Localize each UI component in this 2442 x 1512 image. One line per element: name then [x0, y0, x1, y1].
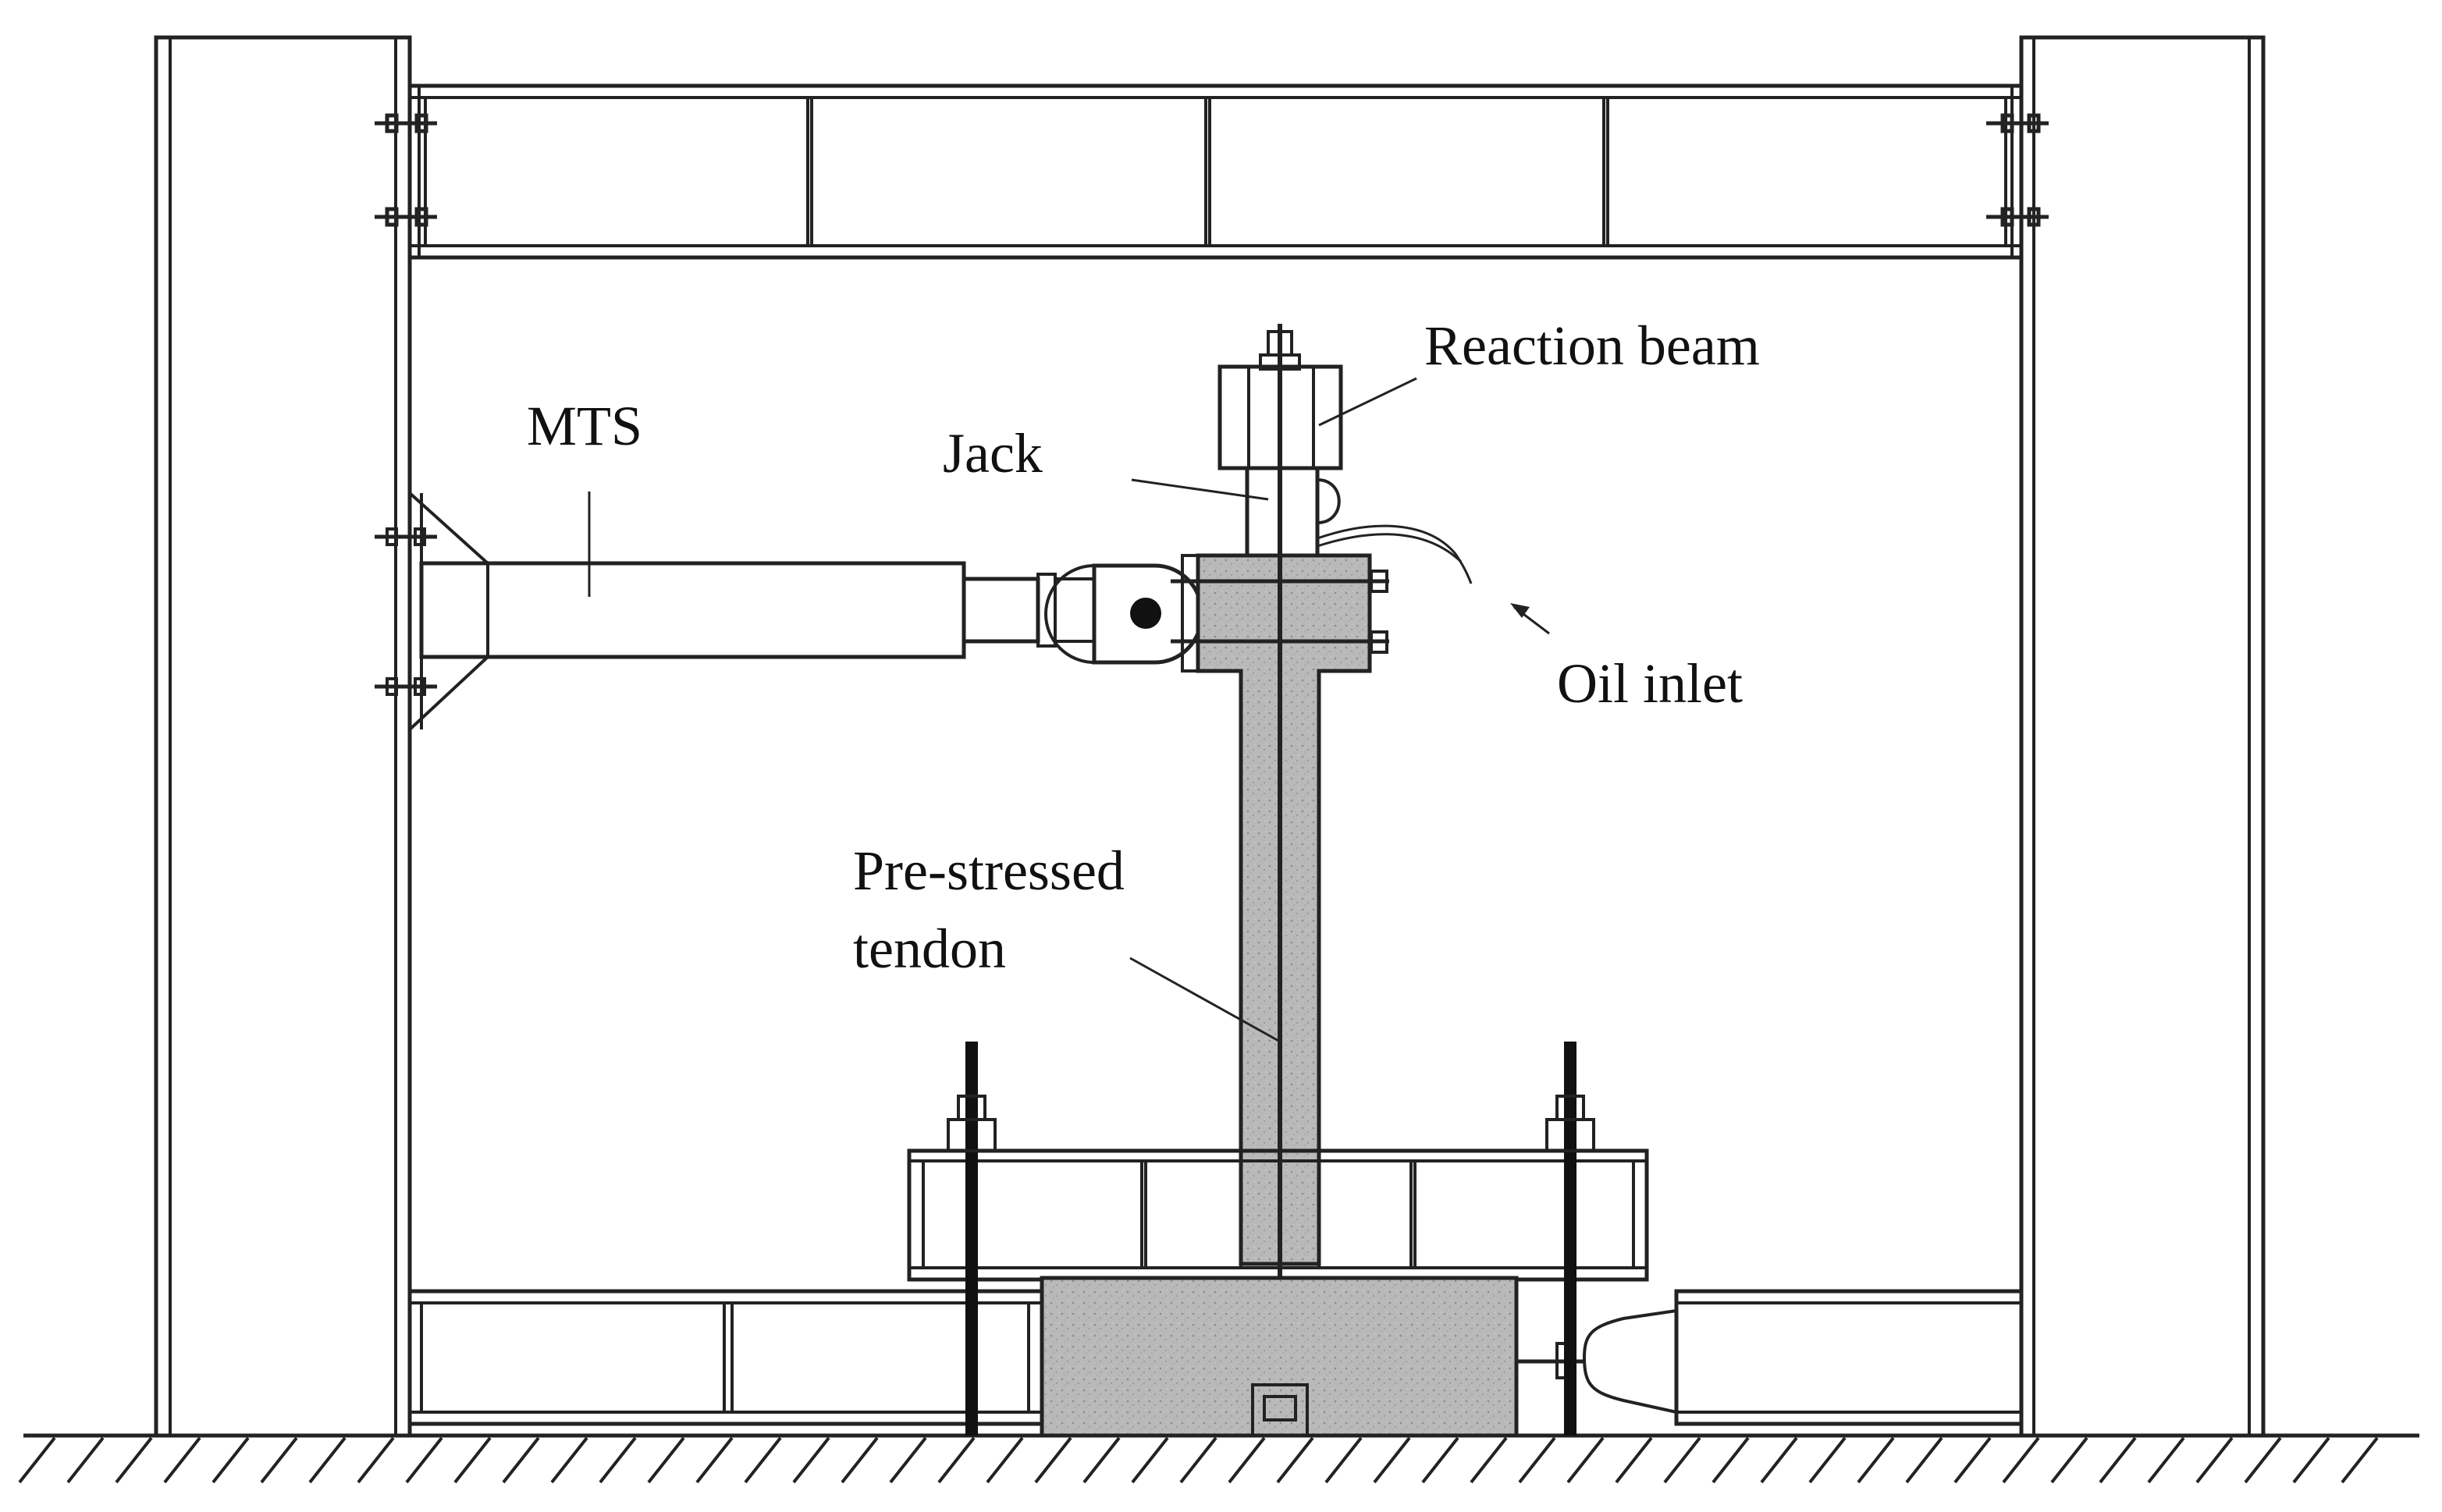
hatch-line	[1179, 1436, 1217, 1484]
hatch-line	[405, 1436, 443, 1484]
hatch-line	[1324, 1436, 1363, 1484]
hatch-line	[357, 1436, 395, 1484]
label-oil-inlet: Oil inlet	[1557, 652, 1743, 715]
ground	[18, 1433, 2419, 1484]
hatch-line	[937, 1436, 976, 1484]
label-mts: MTS	[527, 395, 642, 457]
hatch-line	[1808, 1436, 1847, 1484]
hatch-line	[2002, 1436, 2040, 1484]
hatch-line	[1228, 1436, 1266, 1484]
foundation-block	[1040, 1276, 1519, 1438]
hatch-line	[1131, 1436, 1169, 1484]
hatch-line	[1615, 1436, 1653, 1484]
hatch-line	[1373, 1436, 1411, 1484]
hatch-line	[1566, 1436, 1605, 1484]
hatch-line	[115, 1436, 153, 1484]
hatch-line	[2099, 1436, 2137, 1484]
top-beam-bolts	[375, 113, 2049, 227]
left-base-beam	[407, 1289, 1044, 1426]
hatch-line	[647, 1436, 685, 1484]
hatch-line	[1857, 1436, 1895, 1484]
hatch-line	[1953, 1436, 1992, 1484]
label-reaction-beam: Reaction beam	[1424, 314, 1760, 377]
hatch-line	[792, 1436, 830, 1484]
hatch-line	[1276, 1436, 1314, 1484]
label-tendon-line2: tendon	[853, 917, 1006, 980]
label-tendon-line1: Pre-stressed	[853, 839, 1125, 902]
loading-beam	[907, 1148, 1649, 1282]
hatch-line	[2050, 1436, 2088, 1484]
hatch-line	[2341, 1436, 2379, 1484]
hatch-line	[986, 1436, 1024, 1484]
label-jack: Jack	[943, 422, 1043, 484]
hatch-line	[211, 1436, 250, 1484]
hatch-line	[1905, 1436, 1943, 1484]
hatch-line	[599, 1436, 637, 1484]
top-frame-beam	[407, 83, 2024, 260]
hatch-line	[889, 1436, 927, 1484]
hatch-line	[550, 1436, 588, 1484]
hatch-line	[2244, 1436, 2282, 1484]
hatch-line	[1663, 1436, 1701, 1484]
hatch-line	[260, 1436, 298, 1484]
hatch-line	[695, 1436, 734, 1484]
hatch-line	[18, 1436, 56, 1484]
hatch-line	[1712, 1436, 1750, 1484]
hatch-line	[1518, 1436, 1556, 1484]
left-column	[154, 35, 412, 1438]
hatch-line	[1760, 1436, 1798, 1484]
hatch-line	[502, 1436, 540, 1484]
hatch-line	[841, 1436, 879, 1484]
hatch-line	[2292, 1436, 2330, 1484]
hatch-line	[308, 1436, 347, 1484]
right-column	[2019, 35, 2266, 1438]
hatch-line	[1034, 1436, 1072, 1484]
hatch-line	[744, 1436, 782, 1484]
hatch-line	[2147, 1436, 2185, 1484]
hatch-line	[66, 1436, 105, 1484]
mts-actuator	[375, 489, 1204, 733]
ground-hatching	[18, 1436, 2379, 1484]
hatch-line	[453, 1436, 492, 1484]
hatch-line	[2195, 1436, 2234, 1484]
hatch-line	[1421, 1436, 1459, 1484]
hatch-line	[1082, 1436, 1121, 1484]
hatch-line	[1470, 1436, 1508, 1484]
hatch-line	[163, 1436, 201, 1484]
right-base-beam	[1516, 1289, 2024, 1426]
leader-lines	[588, 377, 1550, 1043]
anchor-rods	[947, 1042, 1595, 1436]
